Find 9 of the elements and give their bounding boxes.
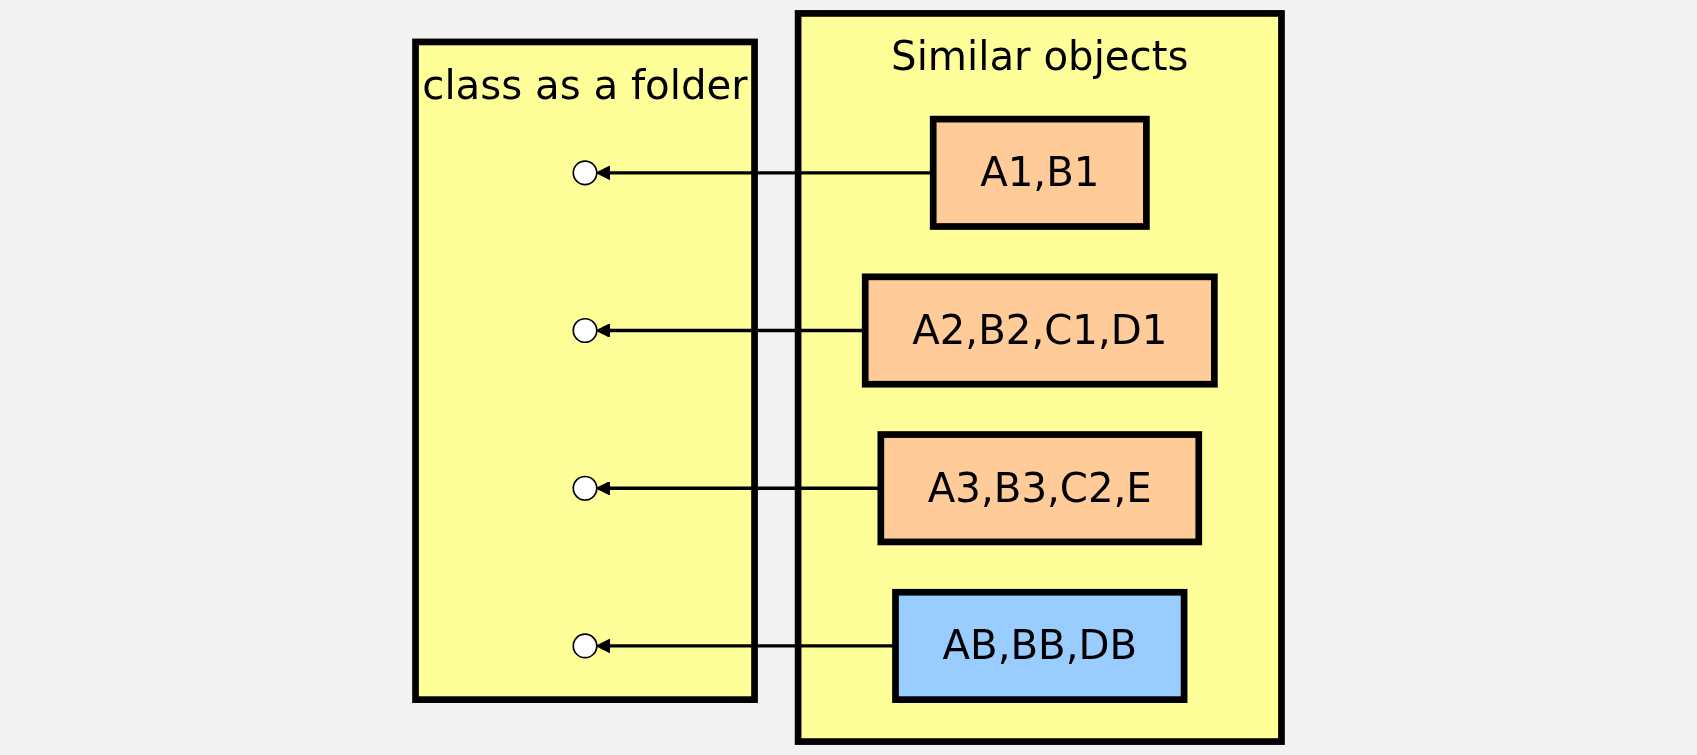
node-box: AB,BB,DB xyxy=(892,588,1188,703)
node-circle xyxy=(572,160,598,186)
cluster: class as a folder xyxy=(412,38,758,703)
node-box: A1,B1 xyxy=(929,115,1150,230)
node-box: A2,B2,C1,D1 xyxy=(861,273,1218,388)
node-circle xyxy=(572,475,598,501)
node-box: A3,B3,C2,E xyxy=(877,431,1203,546)
node-circle xyxy=(572,633,598,659)
node-circle xyxy=(572,317,598,344)
